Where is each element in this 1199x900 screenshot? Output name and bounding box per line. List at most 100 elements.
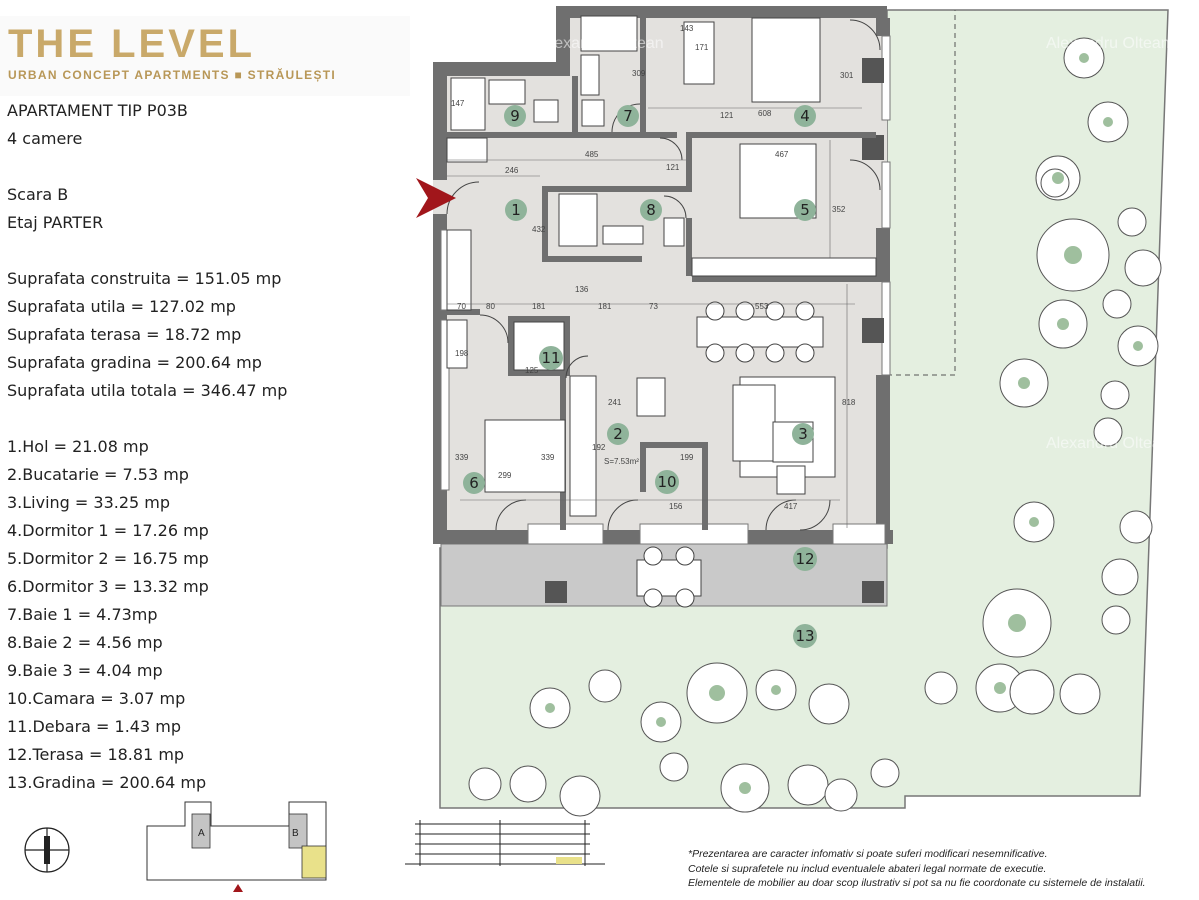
svg-text:198: 198 bbox=[455, 349, 469, 358]
garden-trees bbox=[468, 37, 1162, 817]
door-swings bbox=[446, 19, 881, 531]
room-count: 4 camere bbox=[7, 129, 83, 148]
room-list-item: 3.Living = 33.25 mp bbox=[7, 493, 171, 512]
svg-text:73: 73 bbox=[649, 302, 658, 311]
area-total: Suprafata utila totala = 346.47 mp bbox=[7, 381, 288, 400]
room-badge-3: 3 bbox=[792, 423, 814, 445]
room-badges: 1 2 3 4 5 6 7 8 9 10 11 12 13 bbox=[463, 105, 817, 648]
watermark: Alexandru Oltean bbox=[1046, 35, 1170, 52]
svg-text:246: 246 bbox=[505, 166, 519, 175]
svg-text:467: 467 bbox=[775, 150, 789, 159]
room-badge-5: 5 bbox=[794, 199, 816, 221]
area-garden: Suprafata gradina = 200.64 mp bbox=[7, 353, 262, 372]
svg-text:70: 70 bbox=[457, 302, 466, 311]
svg-text:417: 417 bbox=[784, 502, 798, 511]
room-badge-7: 7 bbox=[617, 105, 639, 127]
svg-text:181: 181 bbox=[598, 302, 612, 311]
room-list-item: 6.Dormitor 3 = 13.32 mp bbox=[7, 577, 209, 596]
room-list-item: 10.Camara = 3.07 mp bbox=[7, 689, 186, 708]
dimension-lines bbox=[447, 107, 862, 528]
room-badge-11: 11 bbox=[539, 346, 563, 370]
terrace-column bbox=[545, 581, 567, 603]
compass-icon bbox=[24, 827, 70, 873]
svg-text:339: 339 bbox=[541, 453, 555, 462]
wardrobes bbox=[446, 229, 877, 371]
block-a-label: A bbox=[198, 828, 205, 839]
svg-text:121: 121 bbox=[666, 163, 680, 172]
svg-text:125: 125 bbox=[525, 366, 539, 375]
room-list-item: 1.Hol = 21.08 mp bbox=[7, 437, 149, 456]
svg-text:136: 136 bbox=[575, 285, 589, 294]
room-badge-2: 2 bbox=[607, 423, 629, 445]
block-b-label: B bbox=[292, 828, 299, 839]
svg-text:432: 432 bbox=[532, 225, 546, 234]
room-list-item: 12.Terasa = 18.81 mp bbox=[7, 745, 185, 764]
apartment-type: APARTAMENT TIP P03B bbox=[7, 101, 188, 120]
svg-text:181: 181 bbox=[532, 302, 546, 311]
section-highlight bbox=[556, 857, 582, 864]
room-badge-4: 4 bbox=[794, 105, 816, 127]
svg-text:10: 10 bbox=[657, 473, 676, 491]
watermark: Alexandru Oltean bbox=[1046, 435, 1170, 452]
svg-text:339: 339 bbox=[455, 453, 469, 462]
key-plan: A B bbox=[146, 801, 327, 892]
svg-text:5: 5 bbox=[800, 201, 810, 219]
room-badge-10: 10 bbox=[655, 470, 679, 494]
disclaimer-line-3: Elementele de mobilier au doar scop ilus… bbox=[688, 877, 1146, 889]
svg-text:241: 241 bbox=[608, 398, 622, 407]
stair-label: Scara B bbox=[7, 185, 69, 204]
entry-arrow-icon bbox=[416, 178, 456, 218]
svg-text:1: 1 bbox=[511, 201, 521, 219]
svg-text:6: 6 bbox=[469, 474, 479, 492]
watermark: Alexandru Oltean bbox=[540, 35, 664, 52]
room-badge-1: 1 bbox=[505, 199, 527, 221]
tree-foliage bbox=[545, 53, 1143, 794]
area-terrace: Suprafata terasa = 18.72 mp bbox=[7, 325, 242, 344]
room-badge-6: 6 bbox=[463, 472, 485, 494]
room-list-item: 11.Debara = 1.43 mp bbox=[7, 717, 181, 736]
disclaimer-line-2: Cotele si suprafetele nu includ eventual… bbox=[688, 863, 1047, 875]
logo-subtitle: URBAN CONCEPT APARTMENTS ■ STRĂULEȘTI bbox=[8, 68, 337, 82]
svg-text:12: 12 bbox=[795, 550, 814, 568]
svg-text:S=7.53m²: S=7.53m² bbox=[604, 457, 639, 466]
garden-boundary-dashed bbox=[887, 10, 956, 376]
svg-text:156: 156 bbox=[669, 502, 683, 511]
svg-text:818: 818 bbox=[842, 398, 856, 407]
room-list-item: 9.Baie 3 = 4.04 mp bbox=[7, 661, 163, 680]
svg-text:80: 80 bbox=[486, 302, 495, 311]
dimension-labels: 143 171 309 301 147 121 608 485 246 467 … bbox=[451, 24, 856, 511]
room-list-item: 13.Gradina = 200.64 mp bbox=[7, 773, 207, 792]
svg-text:171: 171 bbox=[695, 43, 709, 52]
svg-text:8: 8 bbox=[646, 201, 656, 219]
section-elevation bbox=[405, 820, 605, 866]
svg-text:608: 608 bbox=[758, 109, 772, 118]
svg-text:192: 192 bbox=[592, 443, 606, 452]
svg-text:143: 143 bbox=[680, 24, 694, 33]
disclaimer-line-1: *Prezentarea are caracter infomativ si p… bbox=[688, 848, 1048, 860]
svg-text:3: 3 bbox=[798, 425, 808, 443]
svg-text:309: 309 bbox=[632, 69, 646, 78]
room-badge-9: 9 bbox=[504, 105, 526, 127]
terrace-column bbox=[862, 581, 884, 603]
logo: THE LEVEL URBAN CONCEPT APARTMENTS ■ STR… bbox=[0, 16, 410, 96]
svg-text:13: 13 bbox=[795, 627, 814, 645]
svg-text:299: 299 bbox=[498, 471, 512, 480]
bathroom-fixtures bbox=[446, 15, 715, 247]
svg-text:352: 352 bbox=[832, 205, 846, 214]
svg-text:485: 485 bbox=[585, 150, 599, 159]
area-built: Suprafata construita = 151.05 mp bbox=[7, 269, 282, 288]
room-badge-13: 13 bbox=[793, 624, 817, 648]
svg-text:11: 11 bbox=[541, 349, 560, 367]
svg-text:147: 147 bbox=[451, 99, 465, 108]
svg-text:7: 7 bbox=[623, 107, 633, 125]
windows bbox=[440, 35, 891, 545]
logo-title: THE LEVEL bbox=[8, 22, 256, 66]
room-badge-12: 12 bbox=[793, 547, 817, 571]
room-badge-8: 8 bbox=[640, 199, 662, 221]
svg-text:199: 199 bbox=[680, 453, 694, 462]
svg-text:2: 2 bbox=[613, 425, 623, 443]
area-usable: Suprafata utila = 127.02 mp bbox=[7, 297, 236, 316]
svg-text:4: 4 bbox=[800, 107, 810, 125]
room-list-item: 7.Baie 1 = 4.73mp bbox=[7, 605, 158, 624]
